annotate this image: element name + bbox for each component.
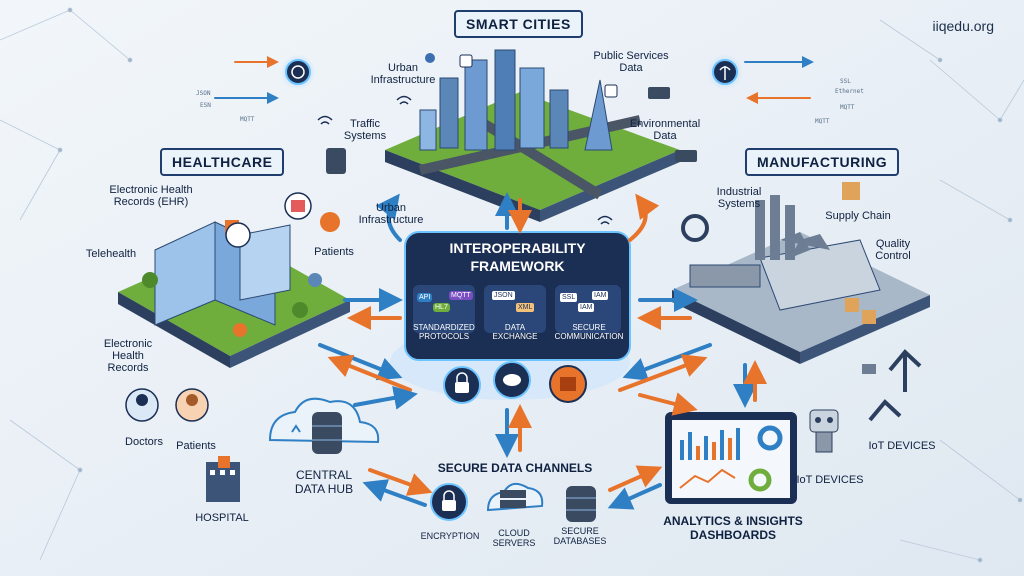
label-quality-control: Quality Control — [875, 238, 911, 262]
exchange-badges: JSON XML — [488, 289, 544, 315]
tag-esn: ESN — [200, 102, 211, 109]
label-supply-chain: Supply Chain — [825, 210, 891, 222]
manufacturing-banner: MANUFACTURING — [745, 148, 900, 176]
badge-xml: XML — [516, 303, 535, 312]
label-patients-bottom: Patients — [176, 440, 216, 452]
label-standardized-protocols: STANDARDIZED PROTOCOLS — [413, 323, 475, 341]
label-environmental-data: Environmental Data — [629, 118, 701, 142]
label-urban-infrastructure-top: Urban Infrastructure — [370, 62, 436, 86]
label-public-services: Public Services Data — [593, 50, 669, 74]
label-data-exchange: DATA EXCHANGE — [492, 323, 538, 341]
label-analytics-dashboards: ANALYTICS & INSIGHTS DASHBOARDS — [663, 514, 803, 542]
label-doctors: Doctors — [125, 436, 163, 448]
label-secure-data-channels: SECURE DATA CHANNELS — [437, 461, 593, 475]
label-patients-top: Patients — [314, 246, 354, 258]
badge-ssl: SSL — [560, 293, 578, 302]
label-encryption: ENCRYPTION — [420, 531, 480, 541]
label-telehealth: Telehealth — [85, 248, 137, 260]
label-ehr-bottom: Electronic Health Records — [103, 338, 153, 374]
label-hospital: HOSPITAL — [195, 512, 249, 524]
healthcare-banner: HEALTHCARE — [160, 148, 285, 176]
factory-platform — [672, 182, 930, 364]
tag-json: JSON — [196, 90, 211, 97]
label-industrial-systems: Industrial Systems — [716, 186, 762, 210]
central-hub-graphic — [268, 397, 380, 454]
hospital-platform — [118, 220, 350, 368]
label-iot-devices-bottom: IoT DEVICES — [796, 474, 864, 486]
badge-iam-1: IAM — [592, 291, 609, 300]
smart-cities-banner: SMART CITIES — [454, 10, 583, 38]
badge-json: JSON — [492, 291, 515, 300]
label-central-data-hub: CENTRAL DATA HUB — [294, 468, 354, 496]
framework-title-line1: INTEROPERABILITY — [449, 240, 586, 256]
analytics-dashboard-graphic — [665, 412, 797, 504]
label-traffic-systems: Traffic Systems — [343, 118, 387, 142]
label-urban-infrastructure-mid: Urban Infrastructure — [358, 202, 424, 226]
background-network — [0, 7, 1024, 563]
label-secure-communication: SECURE COMMUNICATION — [554, 323, 624, 341]
healthcare-icons — [125, 192, 340, 502]
tag-mqtt-right: MQTT — [840, 104, 855, 111]
label-iot-devices-right: IoT DEVICES — [868, 440, 936, 452]
framework-title-line2: FRAMEWORK — [470, 258, 565, 274]
data-flow-arrows — [214, 56, 814, 510]
tag-ssl: SSL — [840, 78, 851, 85]
badge-api: API — [417, 293, 433, 302]
iot-icons — [809, 349, 922, 453]
tag-mqtt-right-2: MQTT — [815, 118, 830, 125]
secure-channel-icons — [430, 482, 596, 522]
watermark: iiqedu.org — [932, 18, 995, 34]
security-badges: SSL IAM IAM — [558, 289, 620, 315]
badge-hl7: HL7 — [433, 303, 450, 312]
city-icons — [280, 54, 743, 225]
label-secure-databases: SECURE DATABASES — [553, 526, 607, 546]
badge-mqtt: MQTT — [449, 291, 473, 300]
label-cloud-servers: CLOUD SERVERS — [492, 528, 536, 548]
smart-city-platform — [385, 49, 680, 222]
badge-iam-2: IAM — [578, 303, 595, 312]
tag-ethernet: Ethernet — [835, 88, 864, 95]
label-ehr-top: Electronic Health Records (EHR) — [109, 184, 193, 208]
protocol-badges: API MQTT HL7 — [415, 289, 475, 315]
tag-mqtt-left: MQTT — [240, 116, 255, 123]
